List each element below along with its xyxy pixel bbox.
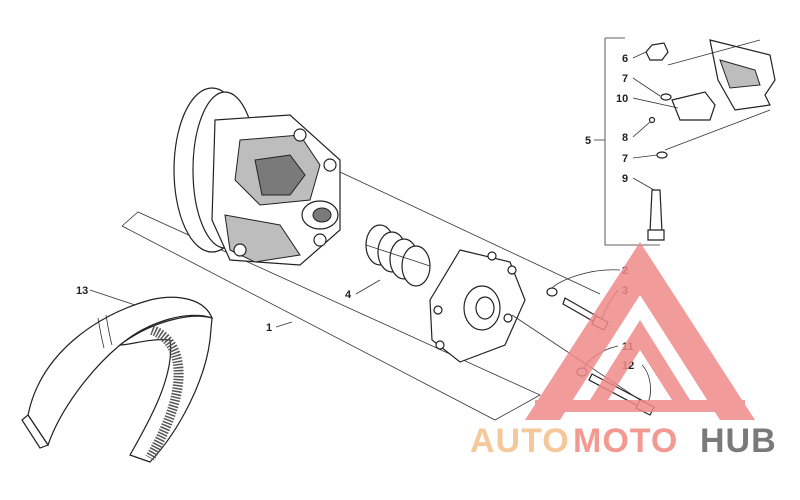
- watermark-text: AUTO MOTO HUB: [470, 422, 777, 460]
- callout-1: 1: [266, 322, 272, 334]
- callout-7-top: 7: [622, 73, 628, 85]
- watermark-logo: [525, 242, 755, 420]
- bracket-assembly: [604, 37, 776, 246]
- callout-13: 13: [76, 285, 88, 297]
- callout-6: 6: [622, 53, 628, 65]
- drive-belt: [21, 296, 214, 463]
- clutch-cover-plate: [429, 249, 526, 363]
- watermark-triangle-outer: [525, 242, 755, 420]
- assembly-frame: [121, 211, 541, 421]
- callout-4: 4: [345, 289, 352, 301]
- callout-10: 10: [616, 93, 628, 105]
- callout-9: 9: [622, 173, 628, 185]
- callout-8: 8: [622, 132, 628, 144]
- watermark-moto: MOTO: [573, 422, 678, 460]
- watermark-triangle-inner: [590, 320, 690, 400]
- callout-5: 5: [585, 135, 591, 147]
- clutch-spring: [365, 224, 431, 287]
- watermark-hub: HUB: [700, 422, 777, 460]
- primary-clutch: [173, 87, 341, 266]
- washer-2: [546, 287, 558, 297]
- watermark-auto: AUTO: [470, 422, 570, 460]
- callout-7-bottom: 7: [622, 153, 628, 165]
